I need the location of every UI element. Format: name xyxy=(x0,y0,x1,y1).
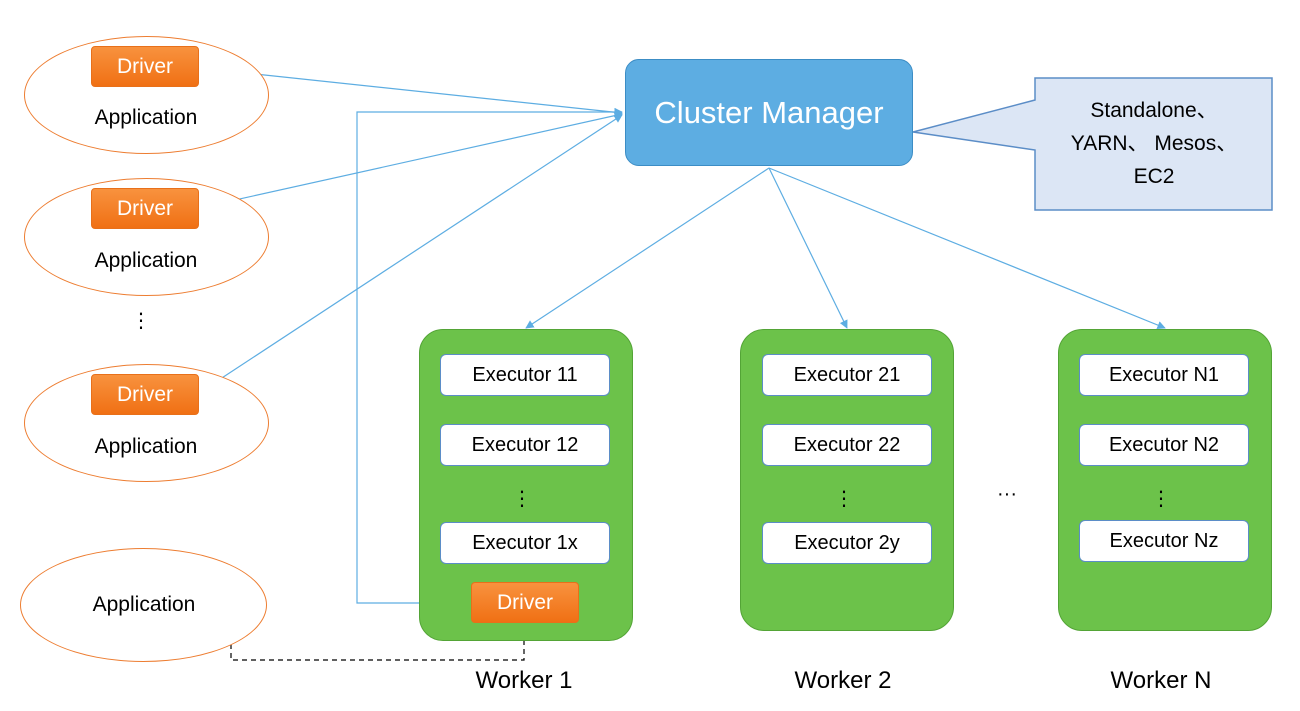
callout-line: EC2 xyxy=(1133,165,1175,188)
executor-box: Executor 12 xyxy=(440,424,610,466)
executor-box: Executor 21 xyxy=(762,354,932,396)
driver-box: Driver xyxy=(91,374,199,415)
ellipsis-executors: ⋮ xyxy=(512,488,532,510)
application-ellipse xyxy=(20,548,267,662)
application-ellipse xyxy=(24,364,269,482)
executor-box: Executor 1x xyxy=(440,522,610,564)
executor-box: Executor N1 xyxy=(1079,354,1249,396)
cluster-manager-box: Cluster Manager xyxy=(625,59,913,166)
ellipsis-executors: ⋮ xyxy=(834,488,854,510)
arrow-driver3-to-cluster-manager xyxy=(198,114,623,394)
executor-box: Executor 11 xyxy=(440,354,610,396)
ellipsis-applications: ⋮ xyxy=(131,310,151,332)
ellipsis-workers: ··· xyxy=(997,483,1017,505)
arrow-driver1-to-cluster-manager xyxy=(198,67,623,117)
executor-box: Executor Nz xyxy=(1079,520,1249,562)
application-label: Application xyxy=(94,435,198,458)
arrow-cluster-manager-to-worker1 xyxy=(525,167,770,329)
executor-box: Executor 2y xyxy=(762,522,932,564)
worker-label: Worker N xyxy=(1110,667,1212,694)
worker-label: Worker 2 xyxy=(794,667,892,694)
worker-label: Worker 1 xyxy=(475,667,573,694)
driver-box: Driver xyxy=(91,46,199,87)
arrow-cluster-manager-to-workerN xyxy=(768,167,1166,330)
application-label: Application xyxy=(92,593,196,616)
executor-box: Executor N2 xyxy=(1079,424,1249,466)
worker-driver-box: Driver xyxy=(471,582,579,623)
cluster-manager-label: Cluster Manager xyxy=(654,94,884,130)
driver-box: Driver xyxy=(91,188,199,229)
executor-box: Executor 22 xyxy=(762,424,932,466)
callout-text: Standalone、 YARN、 Mesos、 EC2 xyxy=(1036,94,1272,193)
arrow-cluster-manager-to-worker2 xyxy=(768,167,848,329)
ellipsis-executors: ⋮ xyxy=(1151,488,1171,510)
callout-line: Standalone、 xyxy=(1090,99,1218,122)
arrow-driver2-to-cluster-manager xyxy=(198,111,623,209)
callout-shape xyxy=(912,77,1273,211)
application-label: Application xyxy=(94,249,198,272)
dashed-link-application-to-driver xyxy=(230,624,525,661)
arrow-worker-driver-to-cluster-manager xyxy=(356,107,623,604)
application-label: Application xyxy=(94,106,198,129)
callout-line: YARN、 Mesos、 xyxy=(1070,132,1238,155)
